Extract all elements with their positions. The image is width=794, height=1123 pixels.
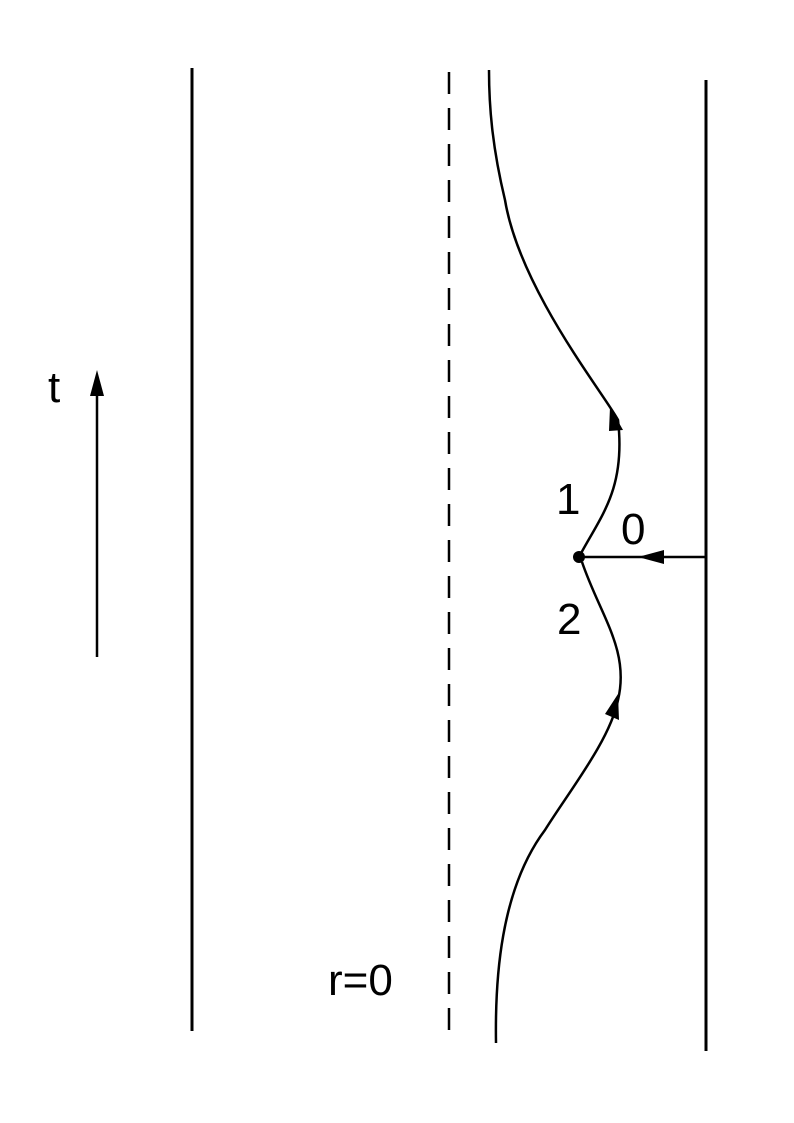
branch-2-label: 2 bbox=[557, 595, 581, 644]
origin-label: r=0 bbox=[328, 956, 393, 1005]
ray-0-label: 0 bbox=[621, 505, 645, 554]
ray-0-arrowhead bbox=[638, 550, 664, 564]
branch-2-arrowhead bbox=[605, 694, 619, 720]
worldline-branch-1 bbox=[487, 69, 621, 558]
branch-1-label: 1 bbox=[556, 475, 580, 524]
branch-1-arrowhead bbox=[609, 407, 623, 431]
worldline-branch-2 bbox=[494, 561, 623, 1044]
event-point bbox=[573, 551, 585, 563]
time-axis-arrowhead bbox=[90, 370, 104, 396]
time-axis-label: t bbox=[48, 363, 60, 412]
